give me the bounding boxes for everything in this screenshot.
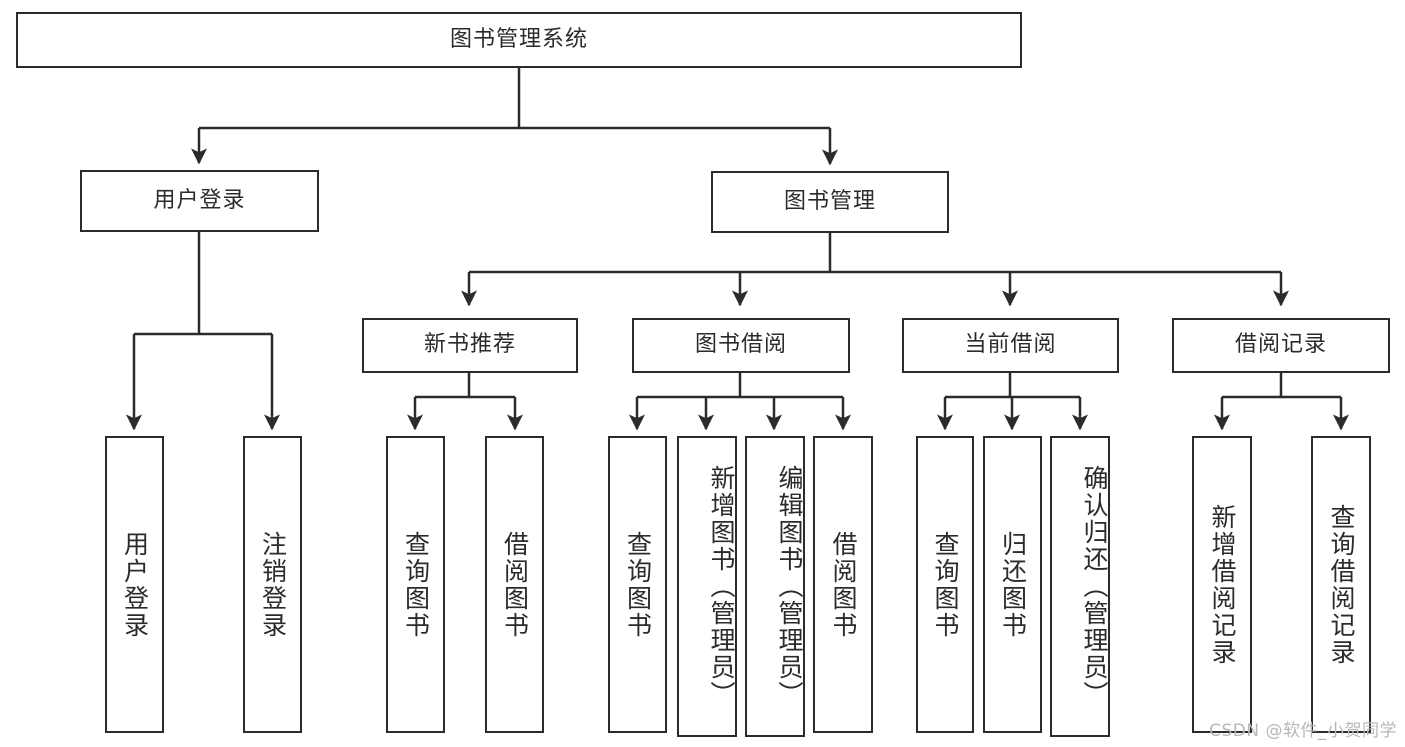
node-leaf-borrow-book-1[interactable]: 借阅图书 (485, 436, 544, 733)
node-book-borrow[interactable]: 图书借阅 (632, 318, 850, 373)
node-root-system[interactable]: 图书管理系统 (16, 12, 1022, 68)
node-leaf-query-book-3[interactable]: 查询图书 (916, 436, 974, 733)
node-current-borrow[interactable]: 当前借阅 (902, 318, 1119, 373)
node-new-book-recommend[interactable]: 新书推荐 (362, 318, 578, 373)
node-leaf-add-book-admin[interactable]: 新增图书（管理员） (677, 436, 737, 737)
node-borrow-record[interactable]: 借阅记录 (1172, 318, 1390, 373)
node-leaf-edit-book-admin[interactable]: 编辑图书（管理员） (745, 436, 805, 737)
node-leaf-borrow-book-2[interactable]: 借阅图书 (813, 436, 873, 733)
node-leaf-add-borrow-record[interactable]: 新增借阅记录 (1192, 436, 1252, 733)
node-leaf-return-book[interactable]: 归还图书 (983, 436, 1042, 733)
node-book-manage[interactable]: 图书管理 (711, 171, 949, 233)
node-leaf-confirm-return-admin[interactable]: 确认归还（管理员） (1050, 436, 1110, 737)
node-leaf-query-book-2[interactable]: 查询图书 (608, 436, 667, 733)
node-leaf-logout-login[interactable]: 注销登录 (243, 436, 302, 733)
node-user-login[interactable]: 用户登录 (80, 170, 319, 232)
node-leaf-query-book-1[interactable]: 查询图书 (386, 436, 445, 733)
node-leaf-user-login[interactable]: 用户登录 (105, 436, 164, 733)
csdn-watermark: CSDN @软件_小贺同学 (1209, 721, 1397, 741)
node-leaf-query-borrow-record[interactable]: 查询借阅记录 (1311, 436, 1371, 733)
